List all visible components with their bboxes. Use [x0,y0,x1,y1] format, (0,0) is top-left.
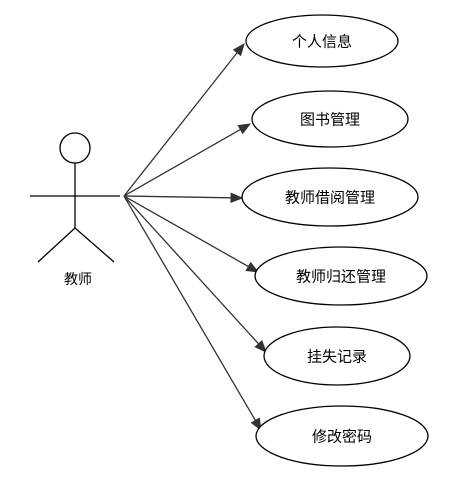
use-case-teacher-borrow-management[interactable]: 教师借阅管理 [241,167,419,227]
use-case-ellipse [255,405,429,467]
arrowhead-icon [250,417,262,432]
use-case-teacher-return-management[interactable]: 教师归还管理 [254,246,428,306]
association-line-teacher-return-management [123,195,249,268]
actor-left-leg [37,227,76,263]
use-case-ellipse [263,326,411,386]
use-case-label: 个人信息 [292,33,352,51]
use-case-ellipse [251,90,409,148]
use-case-loss-record[interactable]: 挂失记录 [263,326,411,386]
association-line-teacher-borrow-management [123,195,232,199]
association-line-book-management [123,128,241,197]
arrowhead-icon [254,339,267,353]
use-case-label: 挂失记录 [307,348,367,366]
association-line-loss-record [123,195,260,345]
associations [123,42,267,432]
use-case-label: 图书管理 [300,111,360,129]
use-case-ellipse [254,246,428,306]
arrowhead-icon [230,192,244,204]
actor-right-leg [74,227,115,263]
use-case-book-management[interactable]: 图书管理 [251,90,409,148]
arrowhead-icon [232,42,245,57]
use-case-ellipse [241,167,419,227]
use-case-ellipse [245,14,399,68]
actor-figure [30,132,120,263]
use-case-personal-info[interactable]: 个人信息 [245,14,399,68]
use-case-label: 教师借阅管理 [285,189,375,207]
arrowhead-icon [237,123,252,135]
use-case-label: 修改密码 [312,428,372,446]
use-case-label: 教师归还管理 [296,268,386,286]
association-line-personal-info [123,52,238,197]
actor-label: 教师 [64,272,92,288]
association-line-change-password [123,195,257,421]
arrowhead-icon [245,261,260,273]
use-case-change-password[interactable]: 修改密码 [255,405,429,467]
actor-head [59,132,91,164]
